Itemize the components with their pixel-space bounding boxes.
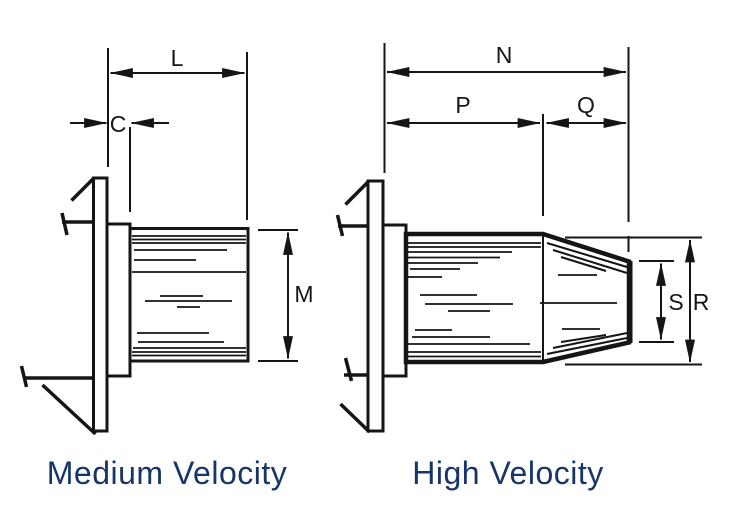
dimension-P-Q: P Q bbox=[386, 92, 627, 216]
bulkhead-break-marks-right bbox=[335, 180, 371, 434]
nozzle-body bbox=[403, 231, 632, 365]
dim-label-R: R bbox=[693, 289, 710, 315]
bulkhead-break-marks bbox=[19, 177, 97, 436]
cone-lines bbox=[540, 242, 628, 355]
dim-label-C: C bbox=[110, 111, 127, 137]
dimension-M: M bbox=[258, 229, 314, 362]
dimension-N: N bbox=[383, 42, 630, 252]
break-diagonal-top bbox=[344, 180, 370, 206]
dimension-R: R bbox=[565, 236, 710, 366]
dim-label-M: M bbox=[294, 281, 313, 307]
dim-label-L: L bbox=[171, 45, 184, 71]
dimension-S: S bbox=[639, 260, 684, 343]
caption-medium-velocity: Medium Velocity bbox=[47, 455, 287, 491]
figure-medium-velocity: L C bbox=[19, 45, 314, 491]
thread-lines-right bbox=[406, 242, 541, 358]
dim-label-N: N bbox=[496, 42, 513, 68]
hub-right bbox=[381, 223, 408, 378]
break-diagonal-bottom bbox=[339, 402, 371, 434]
break-tick-bottom bbox=[343, 357, 354, 382]
mounting-plate-right bbox=[366, 179, 385, 433]
caption-high-velocity: High Velocity bbox=[412, 455, 603, 491]
dim-label-P: P bbox=[455, 92, 470, 118]
mounting-plate bbox=[92, 176, 109, 433]
hub bbox=[105, 222, 132, 378]
nozzle-tip-face bbox=[627, 261, 633, 343]
dim-label-Q: Q bbox=[577, 92, 595, 118]
thread-lines bbox=[132, 235, 246, 357]
break-tick-bottom bbox=[19, 365, 29, 388]
dimension-C: C bbox=[70, 111, 169, 212]
dim-label-S: S bbox=[668, 289, 683, 315]
break-diagonal-bottom bbox=[41, 383, 97, 436]
break-tick-top bbox=[335, 214, 345, 237]
figure-high-velocity: N P Q bbox=[335, 42, 710, 491]
break-diagonal-top bbox=[70, 177, 95, 202]
break-tick-top bbox=[60, 212, 69, 236]
dimension-L: L bbox=[107, 45, 248, 220]
